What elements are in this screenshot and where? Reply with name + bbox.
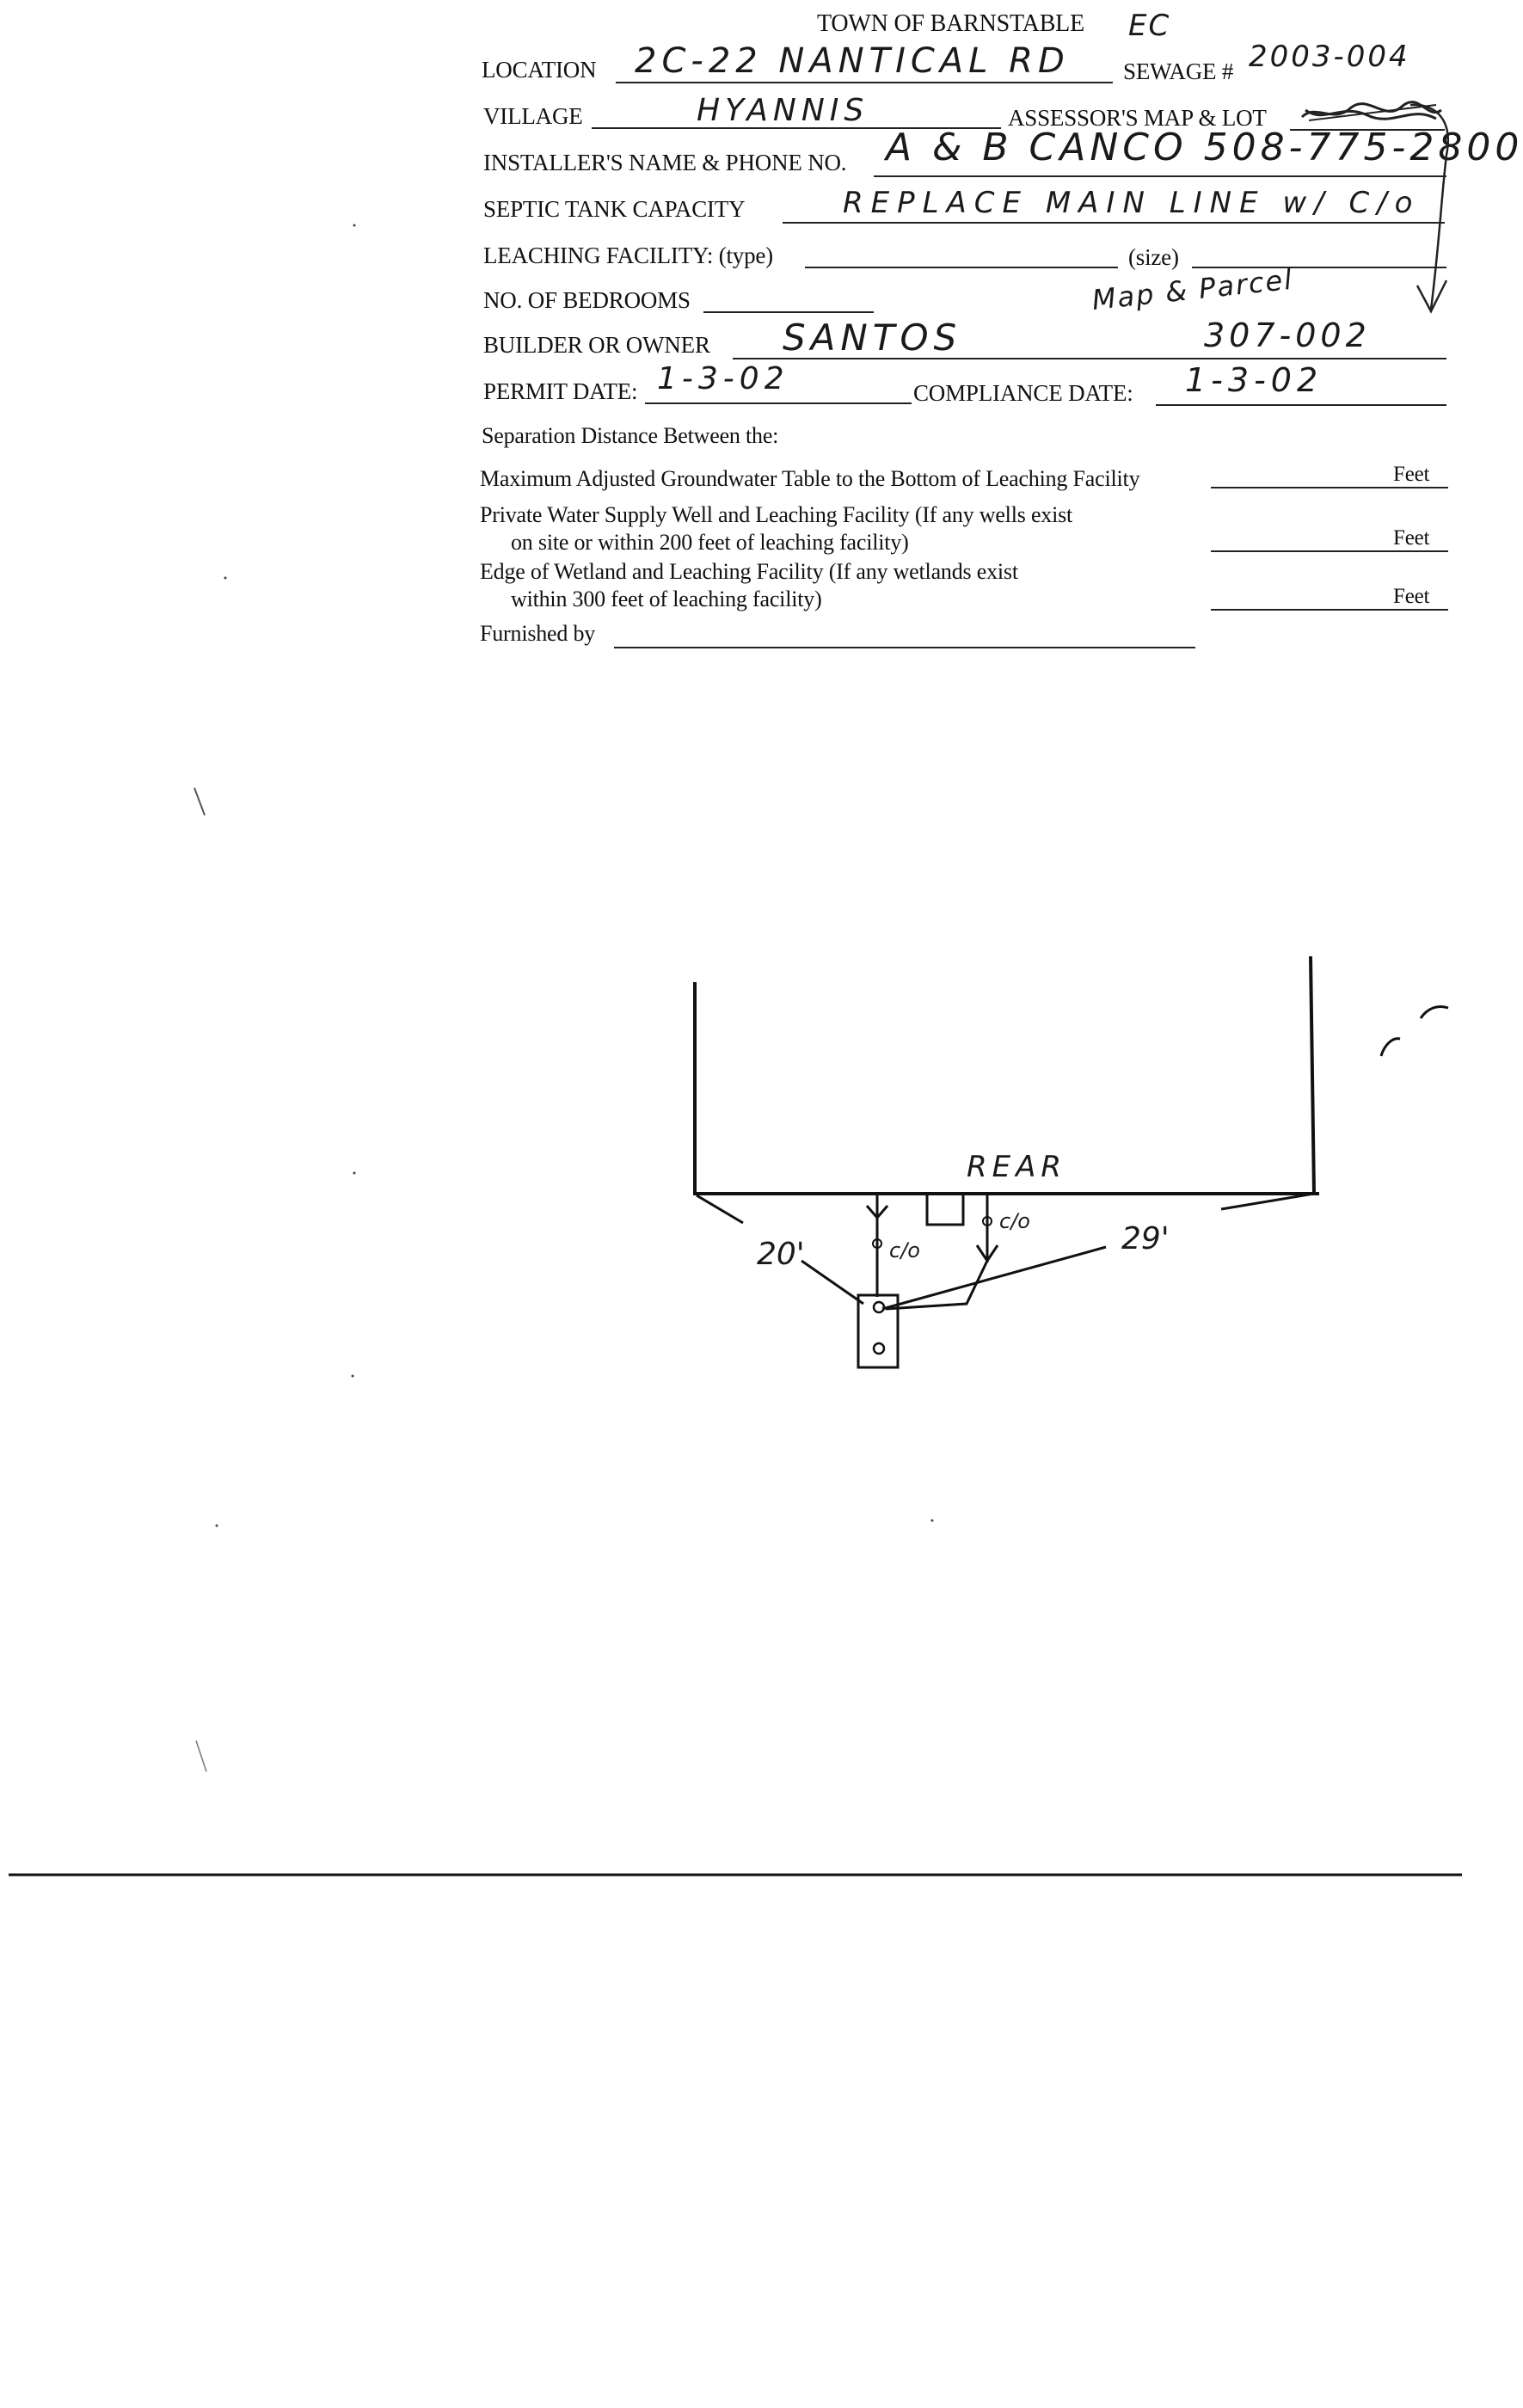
bedrooms-field-line bbox=[703, 311, 874, 313]
location-field-line bbox=[616, 82, 1113, 83]
builder-value: SANTOS bbox=[783, 316, 962, 359]
location-value: 2C-22 NANTICAL RD bbox=[635, 41, 1070, 81]
scan-artifact bbox=[351, 1374, 354, 1378]
scan-artifact bbox=[215, 1524, 218, 1527]
tank-inlet-icon bbox=[872, 1300, 886, 1314]
rear-label: REAR bbox=[967, 1150, 1066, 1184]
compliance-field-line bbox=[1156, 404, 1446, 406]
scan-artifact bbox=[353, 1171, 356, 1175]
stray-mark-2 bbox=[1419, 1005, 1449, 1019]
scan-artifact bbox=[193, 787, 206, 816]
size-label: (size) bbox=[1128, 244, 1179, 270]
pipe-arrow-left-icon bbox=[865, 1205, 889, 1220]
row3-feet-line bbox=[1211, 609, 1448, 611]
scan-artifact bbox=[353, 224, 356, 227]
installer-label: INSTALLER'S NAME & PHONE NO. bbox=[483, 150, 847, 175]
installer-field-line bbox=[874, 175, 1446, 177]
scan-artifact bbox=[195, 1740, 207, 1772]
row1-feet-line bbox=[1211, 487, 1448, 488]
cleanout-right-icon bbox=[982, 1216, 992, 1226]
sewage-value: 2003-004 bbox=[1249, 40, 1410, 74]
left-distance-line-a bbox=[696, 1194, 744, 1225]
compliance-value: 1-3-02 bbox=[1185, 361, 1323, 399]
village-value: HYANNIS bbox=[697, 93, 869, 128]
row2-feet: Feet bbox=[1393, 526, 1430, 550]
separation-heading: Separation Distance Between the: bbox=[482, 423, 779, 448]
map-parcel-value: 307-002 bbox=[1204, 316, 1371, 354]
pipe-to-tank bbox=[885, 1260, 989, 1311]
furnished-field-line bbox=[614, 647, 1195, 648]
scan-artifact bbox=[224, 576, 227, 580]
septic-field-line bbox=[783, 222, 1445, 224]
site-sketch: REAR 20' 29' c/o c/o bbox=[9, 224, 1462, 1877]
leaching-type-line bbox=[805, 267, 1118, 268]
builder-label: BUILDER OR OWNER bbox=[483, 332, 710, 358]
cleanout-left-icon bbox=[872, 1238, 882, 1249]
bedrooms-label: NO. OF BEDROOMS bbox=[483, 287, 691, 313]
village-field-line bbox=[592, 127, 1001, 129]
row1-label: Maximum Adjusted Groundwater Table to th… bbox=[480, 466, 1140, 491]
row2-line2: on site or within 200 feet of leaching f… bbox=[511, 530, 909, 555]
cleanout-left-label: c/o bbox=[889, 1238, 920, 1262]
right-distance-line-b bbox=[881, 1245, 1107, 1311]
sewage-label: SEWAGE # bbox=[1123, 58, 1234, 84]
leaching-label: LEACHING FACILITY: (type) bbox=[483, 243, 773, 268]
tank-cover-icon bbox=[872, 1342, 886, 1355]
village-label: VILLAGE bbox=[483, 103, 583, 129]
septic-label: SEPTIC TANK CAPACITY bbox=[483, 196, 746, 222]
form-title: TOWN OF BARNSTABLE bbox=[817, 10, 1084, 37]
septic-value: REPLACE MAIN LINE w/ C/o bbox=[843, 186, 1421, 220]
location-label: LOCATION bbox=[482, 57, 597, 83]
cleanout-right-label: c/o bbox=[999, 1209, 1030, 1233]
row3-line1: Edge of Wetland and Leaching Facility (I… bbox=[480, 559, 1018, 584]
stray-mark bbox=[1379, 1037, 1401, 1057]
right-distance-label: 29' bbox=[1121, 1221, 1170, 1256]
row2-feet-line bbox=[1211, 550, 1448, 552]
row2-line1: Private Water Supply Well and Leaching F… bbox=[480, 502, 1073, 527]
scan-artifact bbox=[930, 1519, 934, 1522]
row3-line2: within 300 feet of leaching facility) bbox=[511, 587, 822, 611]
permit-field-line bbox=[645, 402, 912, 404]
right-distance-line-a bbox=[1220, 1192, 1315, 1211]
row3-feet: Feet bbox=[1393, 585, 1430, 608]
leaching-size-line bbox=[1192, 267, 1446, 268]
house-right-wall bbox=[1309, 955, 1316, 1195]
assessor-label: ASSESSOR'S MAP & LOT bbox=[1008, 105, 1267, 131]
title-annotation: EC bbox=[1128, 9, 1171, 43]
installer-value: A & B CANCO 508-775-2800 bbox=[886, 126, 1523, 169]
assessor-field-line bbox=[1290, 129, 1445, 131]
builder-field-line bbox=[733, 358, 1446, 359]
arrow-annotation bbox=[1409, 103, 1449, 314]
outlet-box bbox=[925, 1192, 965, 1226]
left-distance-label: 20' bbox=[757, 1237, 805, 1272]
permit-label: PERMIT DATE: bbox=[483, 378, 638, 404]
furnished-label: Furnished by bbox=[480, 621, 596, 646]
row1-feet: Feet bbox=[1393, 463, 1430, 486]
left-distance-line-b bbox=[801, 1259, 864, 1305]
compliance-label: COMPLIANCE DATE: bbox=[913, 380, 1133, 406]
permit-value: 1-3-02 bbox=[657, 361, 789, 396]
